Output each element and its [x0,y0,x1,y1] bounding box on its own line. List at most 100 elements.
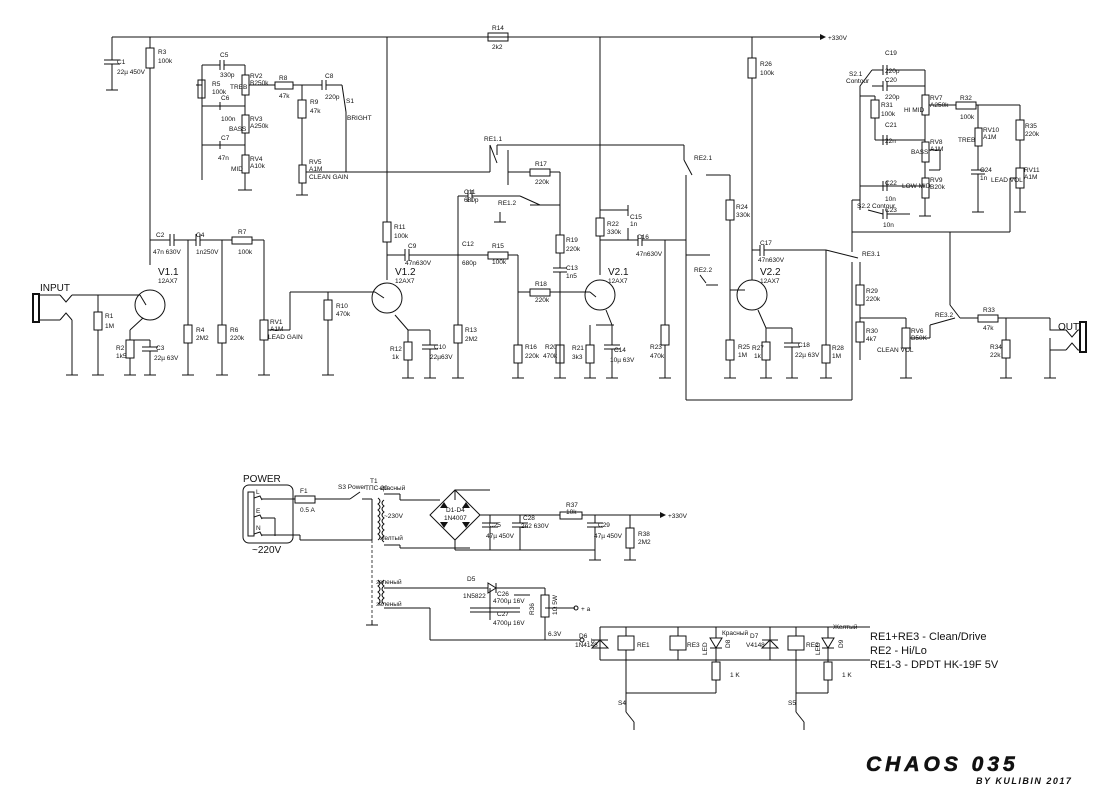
r2-label: R2 [116,345,125,352]
c12-value: 680p [462,260,477,267]
r29-value: 220k [866,296,881,303]
tone-stack-1: C5 330p RV2 B250k TREB R8 47k C8 220p S1… [196,52,490,196]
r9-value: 47k [310,108,321,115]
c14-label: C14 [614,347,626,354]
rv2-label: RV2 [250,73,263,80]
rv5-label: RV5 [309,159,322,166]
r30-value: 4k7 [866,336,877,343]
c18-label: C18 [798,342,810,349]
r16-value: 220k [525,353,540,360]
led-label: LED [702,642,709,655]
c9-label: C9 [408,243,417,250]
re22-label: RE2.2 [694,267,712,274]
c26-label: C26 [497,591,509,598]
rv9-value: B20k [930,184,946,191]
f1-value: 0.5 A [300,507,315,514]
r38-value: 2M2 [638,539,651,546]
r23-label: R23 [650,344,662,351]
e-label: E [256,508,261,515]
c25-label: C25 [489,522,501,529]
c19-label: C19 [885,50,897,57]
v2-2-tube [736,279,768,311]
lead-vol-label: LEAD VOL [991,177,1023,184]
c11-value: 680p [464,197,479,204]
r19-label: R19 [566,237,578,244]
s3-label: S3 Power [338,484,367,491]
c29-value: 47µ 450V [594,533,623,540]
treb-label: TREB [230,84,247,91]
rv3-label: RV3 [250,116,263,123]
rv11-label: RV11 [1024,167,1040,174]
rv10-value: A1M [983,134,996,141]
r17-value: 220k [535,179,550,186]
v12-type: 12AX7 [395,278,415,285]
r37-value: 10k [566,509,577,516]
c23-label: C23 [885,207,897,214]
re11-label: RE1.1 [484,136,502,143]
t1-value: TПС-20 [365,485,388,492]
minus-b-label: - b [587,638,595,645]
d6-value: 1N4148 [575,642,598,649]
r33-label: R33 [983,307,995,314]
c15-value: 1n [630,221,638,228]
v11-type: 12AX7 [158,278,178,285]
r31-value: 100k [881,111,896,118]
project-title: CHAOS 035 [866,753,1019,776]
r34-label: R34 [990,344,1002,351]
r25-label: R25 [738,344,750,351]
bass-label: BASS [229,126,247,133]
out-jack[interactable] [1079,321,1087,353]
f1-label: F1 [300,488,308,495]
d7-label: D7 [750,633,759,640]
v21-label: V2.1 [608,267,629,278]
c25-value: 47µ 450V [486,533,515,540]
c4-value: 1n250V [196,249,219,256]
c8-value: 220p [325,94,340,101]
v12-label: V1.2 [395,267,416,278]
out-label: OUT [1058,322,1079,333]
r7-label: R7 [238,229,247,236]
zhelty-label: желтый [380,534,403,542]
r32-label: R32 [960,95,972,102]
r28-label: R28 [832,345,844,352]
input-jack[interactable] [32,293,40,323]
contour-label: Contour [846,78,870,85]
r14-label: R14 [492,25,504,32]
r24-value: 330k [736,212,751,219]
c13-label: C13 [566,265,578,272]
r21-value: 3k3 [572,354,583,361]
notes: RE1+RE3 - Clean/Drive RE2 - Hi/Lo RE1-3 … [870,631,999,671]
r27-label: R27 [752,345,764,352]
v330b-label: +330V [668,513,688,520]
c1: C1 22µ 450V [104,37,146,91]
r8-value: 47k [279,93,290,100]
v21-type: 12AX7 [608,278,628,285]
r4-value: 2M2 [196,335,209,342]
d9-label: D9 [838,639,845,648]
r22-value: 330k [607,229,622,236]
d5-value: 1N5822 [463,593,486,600]
v2-1-tube [584,279,616,311]
c18-value: 22µ 63V [795,352,820,359]
r36-value: 1Ω 5W [552,594,559,615]
r25-value: 1M [738,352,747,359]
v2-2-stage: R26 100k R24 330k C17 47n630V V2.2 12AX7… [724,37,859,379]
treb2-label: TREB [958,137,975,144]
r21-label: R21 [572,345,584,352]
contour2-label: Contour [872,203,896,210]
c7-value: 47n [218,155,229,162]
r15-value: 100k [492,259,507,266]
mains-voltage-label: ~220V [252,545,282,556]
note-1: RE1+RE3 - Clean/Drive [870,631,986,643]
relay-drivers: D6 1N4148 RE1 RE3 LED D8 Красный 1 K S4 … [575,623,870,730]
c2-value: 47n 630V [153,249,181,256]
c19-value: 220p [885,68,900,75]
c21-value: 22n [885,138,896,145]
r1-label: R1 [105,313,114,320]
rv6-label: RV6 [911,328,924,335]
c15-label: C15 [630,214,642,221]
power-inlet[interactable] [242,484,294,544]
rv5-value: A1M [309,166,322,173]
t1-label: T1 [370,478,378,485]
